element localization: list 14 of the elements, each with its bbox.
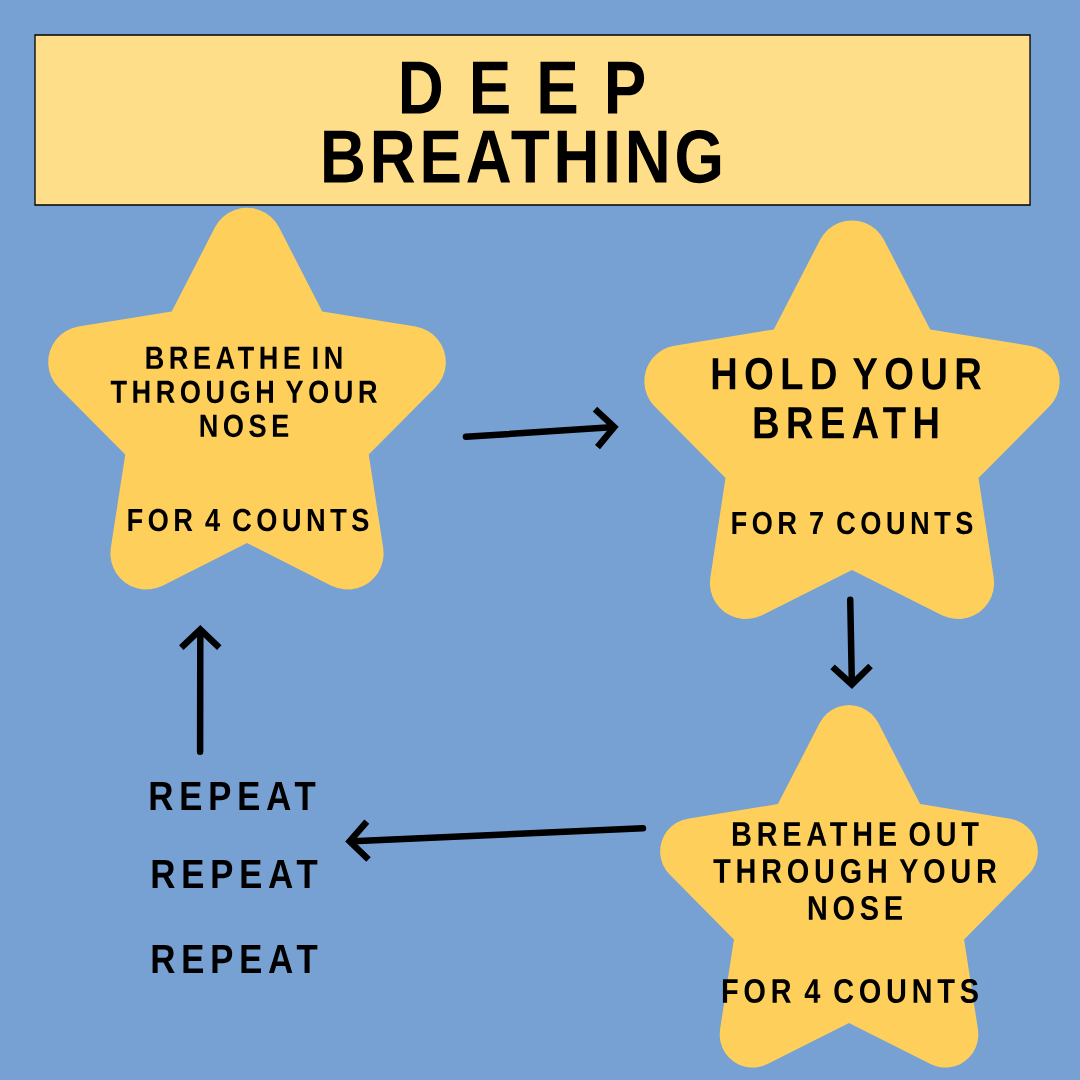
step-text: BREATHE OUT THROUGH YOUR NOSE: [713, 821, 997, 921]
arrow: [179, 625, 222, 756]
count-text: FOR 4 COUNTS: [722, 978, 978, 1004]
repeat-text: REPEAT: [150, 781, 316, 811]
count-text: FOR 4 COUNTS: [128, 508, 369, 532]
repeat-text: REPEAT: [152, 944, 318, 974]
title-banner: D E E P BREATHING: [34, 34, 1031, 206]
step-text: BREATHE IN THROUGH YOUR NOSE: [110, 346, 377, 438]
arrow: [462, 406, 619, 450]
repeat-text: REPEAT: [152, 859, 318, 889]
count-text: FOR 7 COUNTS: [732, 511, 973, 535]
arrow: [830, 596, 873, 689]
arrow: [345, 819, 647, 862]
step-text: HOLD YOUR BREATH: [712, 357, 982, 439]
